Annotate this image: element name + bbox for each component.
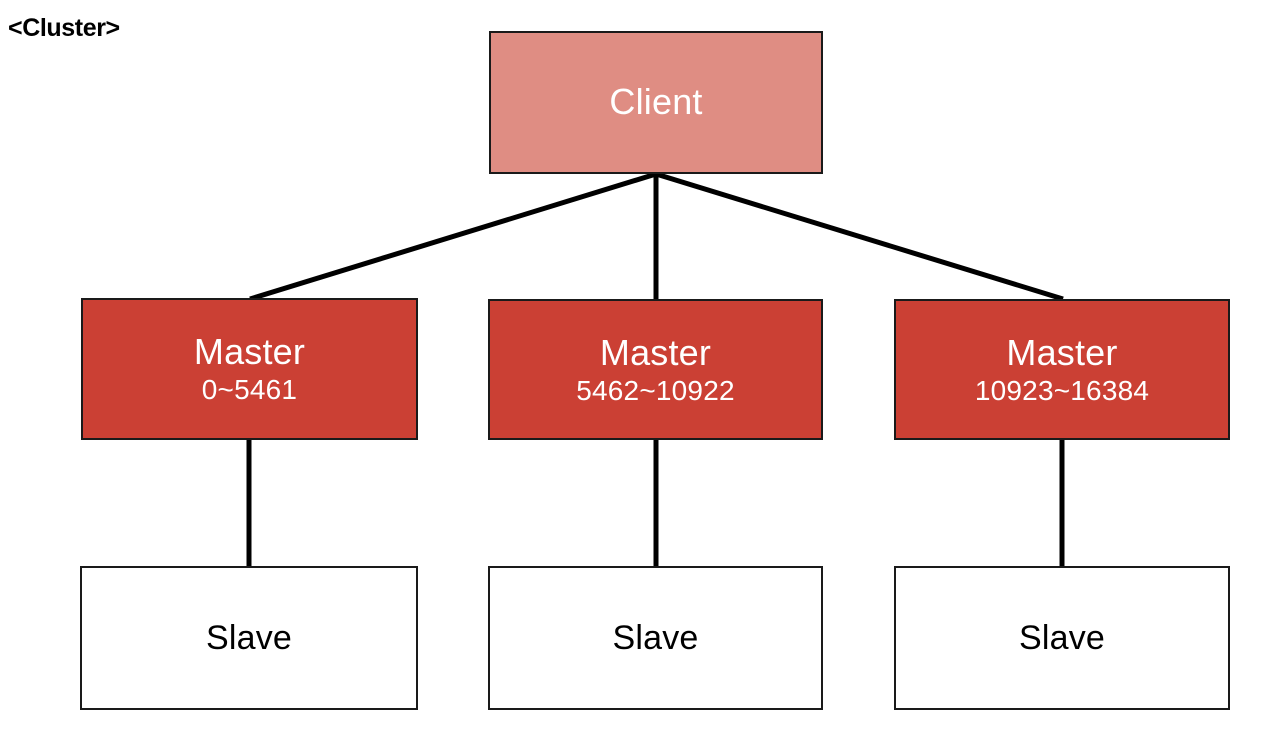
node-slave-1[interactable]: Slave	[80, 566, 418, 710]
node-master-2-label: Master	[599, 331, 712, 373]
node-client-label: Client	[609, 81, 703, 123]
node-slave-1-label: Slave	[205, 618, 293, 657]
node-slave-2[interactable]: Slave	[488, 566, 823, 710]
edge-client-to-master-1	[249, 171, 657, 302]
node-master-1-slot-range: 0~5461	[201, 374, 298, 406]
node-master-3-slot-range: 10923~16384	[974, 374, 1150, 406]
node-master-1[interactable]: Master 0~5461	[81, 298, 418, 440]
node-master-1-label: Master	[193, 331, 306, 373]
node-master-3[interactable]: Master 10923~16384	[894, 299, 1230, 440]
node-slave-3[interactable]: Slave	[894, 566, 1230, 710]
node-master-2[interactable]: Master 5462~10922	[488, 299, 823, 440]
node-slave-3-label: Slave	[1018, 618, 1106, 657]
node-client[interactable]: Client	[489, 31, 823, 174]
node-slave-2-label: Slave	[612, 618, 699, 657]
node-master-2-slot-range: 5462~10922	[576, 374, 735, 406]
edge-client-to-master-3	[655, 171, 1064, 302]
node-master-3-label: Master	[1006, 331, 1118, 373]
diagram-title: <Cluster>	[8, 14, 120, 42]
